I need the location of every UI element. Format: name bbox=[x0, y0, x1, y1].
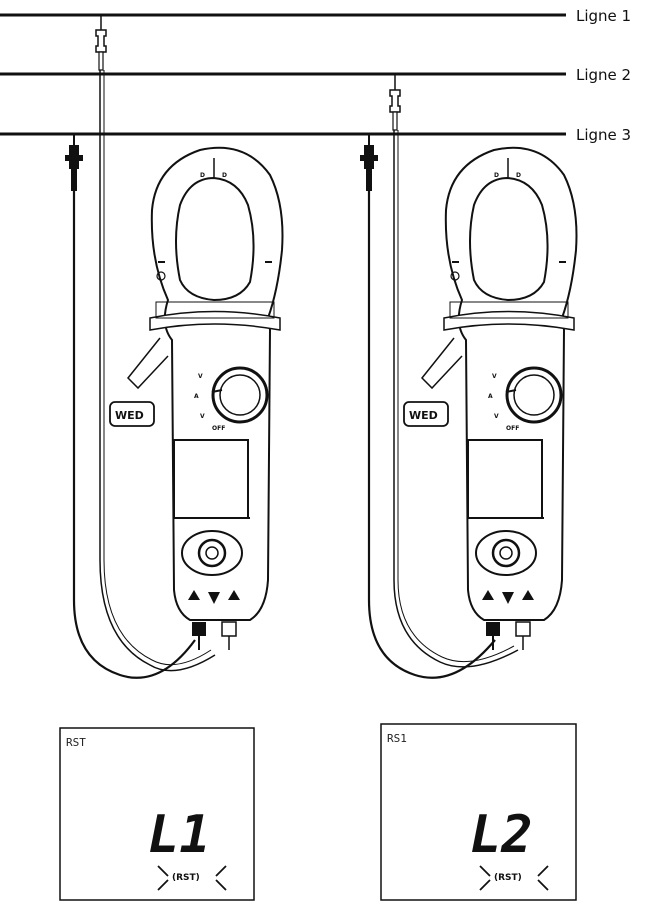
svg-text:WED: WED bbox=[409, 409, 438, 422]
lcd-display-1: RST L1 (RST) bbox=[59, 727, 255, 901]
probe-black-icon bbox=[65, 134, 196, 679]
terminals-2 bbox=[482, 590, 534, 604]
function-label-2: WED bbox=[403, 401, 449, 427]
line-2-label: Ligne 2 bbox=[576, 66, 631, 84]
power-lines: Ligne 1 Ligne 2 Ligne 3 bbox=[0, 7, 631, 144]
dial-label-1c: V bbox=[200, 413, 205, 420]
lcd-1-tag: RST bbox=[66, 736, 86, 749]
terminals-1 bbox=[188, 590, 240, 604]
probe-red-icon bbox=[389, 74, 519, 668]
function-label-1: WED bbox=[109, 401, 155, 427]
clamp-meter-1: D D WED V A V OFF bbox=[65, 15, 284, 679]
dial-label-2d: OFF bbox=[506, 425, 519, 432]
lcd-1-phase: (RST) bbox=[172, 873, 200, 883]
jaw-marker-1: D bbox=[200, 172, 205, 179]
rotary-dial-icon[interactable] bbox=[211, 366, 269, 424]
lcd-1-code: L1 bbox=[148, 805, 211, 865]
lcd-2-tag: RS1 bbox=[387, 732, 407, 745]
dial-label-2a: V bbox=[492, 373, 497, 380]
lcd-2-phase: (RST) bbox=[494, 873, 522, 883]
nav-button-icon[interactable] bbox=[475, 530, 537, 576]
meter-2-screen bbox=[467, 439, 543, 519]
line-1-label: Ligne 1 bbox=[576, 7, 631, 25]
rotary-dial-icon[interactable] bbox=[505, 366, 563, 424]
meter-1-screen bbox=[173, 439, 249, 519]
dial-label-1d: OFF bbox=[212, 425, 225, 432]
lcd-2-code: L2 bbox=[470, 805, 533, 865]
dial-label-2c: V bbox=[494, 413, 499, 420]
clamp-meter-2: D D WED V A V OFF bbox=[360, 74, 578, 679]
probe-black-icon bbox=[360, 134, 496, 679]
svg-text:D: D bbox=[516, 172, 521, 179]
dial-label-1a: V bbox=[198, 373, 203, 380]
svg-text:WED: WED bbox=[115, 409, 144, 422]
rotation-arrows-2 bbox=[479, 865, 549, 891]
probe-red-icon bbox=[95, 15, 216, 672]
svg-text:D: D bbox=[222, 172, 227, 179]
dial-label-2b: A bbox=[488, 393, 493, 400]
rotation-arrows-1 bbox=[157, 865, 227, 891]
jaw-marker-2: D bbox=[494, 172, 499, 179]
nav-button-icon[interactable] bbox=[181, 530, 243, 576]
line-3-label: Ligne 3 bbox=[576, 126, 631, 144]
lcd-display-2: RS1 L2 (RST) bbox=[380, 723, 577, 901]
dial-label-1b: A bbox=[194, 393, 199, 400]
